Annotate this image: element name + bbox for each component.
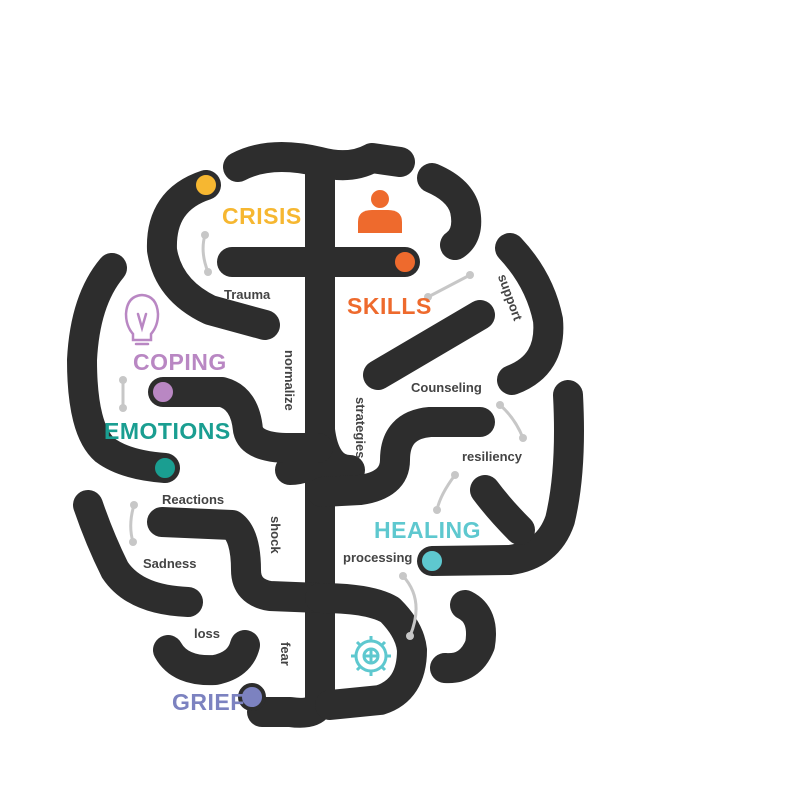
tube-sadness [73,490,203,617]
tube-top-right [417,163,482,260]
brain-tubes [67,142,584,728]
term-loss: loss [194,626,221,641]
connector-dot [496,401,504,409]
label-grief: GRIEF [172,689,245,715]
tube-loss [153,630,260,686]
node-coping [149,378,177,406]
tube-crisis [146,170,280,340]
tube-right-outer [495,233,564,395]
tube-healing-hook [470,475,535,545]
connector-resiliency-healing [435,473,457,512]
connector-dot [399,572,407,580]
label-emotions: EMOTIONS [104,418,231,444]
person-icon [358,190,402,233]
term-processing: processing [343,550,413,565]
gear-icon [351,636,391,676]
lightbulb-icon [124,293,160,346]
connector-dot [424,293,432,301]
term-resiliency: resiliency [462,449,522,464]
connector-crisis-trauma [201,233,210,274]
node-healing [418,547,446,575]
connector-skills-support [426,273,472,299]
term-sadness: Sadness [143,556,197,571]
connector-dot [201,231,209,239]
connector-counseling-resiliency [498,403,525,440]
tube-processing [305,583,427,720]
connector-dot [433,506,441,514]
term-trauma: Trauma [224,287,271,302]
term-reactions: Reactions [162,492,225,507]
tube-healing [417,380,584,576]
connector-reactions-sadness [129,503,136,544]
connector-dot [130,501,138,509]
label-coping: COPING [133,349,227,375]
connector-dot [119,376,127,384]
tube-counseling [363,300,495,390]
nodes [149,171,446,711]
node-grief [238,683,266,711]
label-skills: SKILLS [347,293,432,319]
term-shock: shock [268,516,283,554]
tube-left-outer [67,253,180,483]
term-fear: fear [278,642,293,666]
connector-dot [204,268,212,276]
tube-reactions [147,507,335,613]
connector-dot [129,538,137,546]
label-crisis: CRISIS [222,203,302,229]
connector-dot [519,434,527,442]
label-healing: HEALING [374,517,481,543]
node-emotions [151,454,179,482]
connector-dot [451,471,459,479]
tube-lower-right [430,590,496,684]
connector-processing [401,574,418,638]
connectors [119,231,527,640]
term-strategies: strategies [353,397,368,459]
tube-coping [148,377,333,463]
tube-counseling-curve [307,407,495,507]
node-crisis [192,171,220,199]
connector-dot [466,271,474,279]
node-skills [391,248,419,276]
connector-dot [119,404,127,412]
term-counseling: Counseling [411,380,482,395]
connector-dot [406,632,414,640]
term-normalize: normalize [282,350,297,411]
